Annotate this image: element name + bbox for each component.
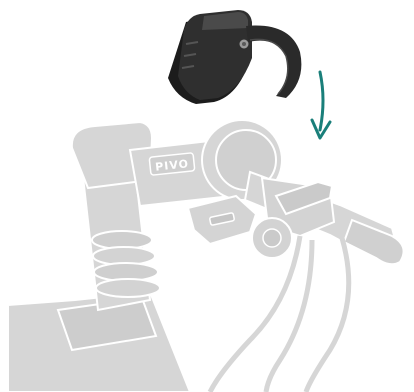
stem-brand-plate: PIVO [149,153,195,176]
spacer-4 [96,279,160,297]
bike-handlebar: PIVO [8,120,404,392]
cable-2 [266,240,312,392]
clamp-screw-center [242,42,246,46]
down-arrow-icon [312,72,330,138]
mount-knob-center [263,229,281,247]
mounting-clamp [168,10,301,104]
cable-1 [210,236,300,392]
clamp-hook [246,26,301,98]
